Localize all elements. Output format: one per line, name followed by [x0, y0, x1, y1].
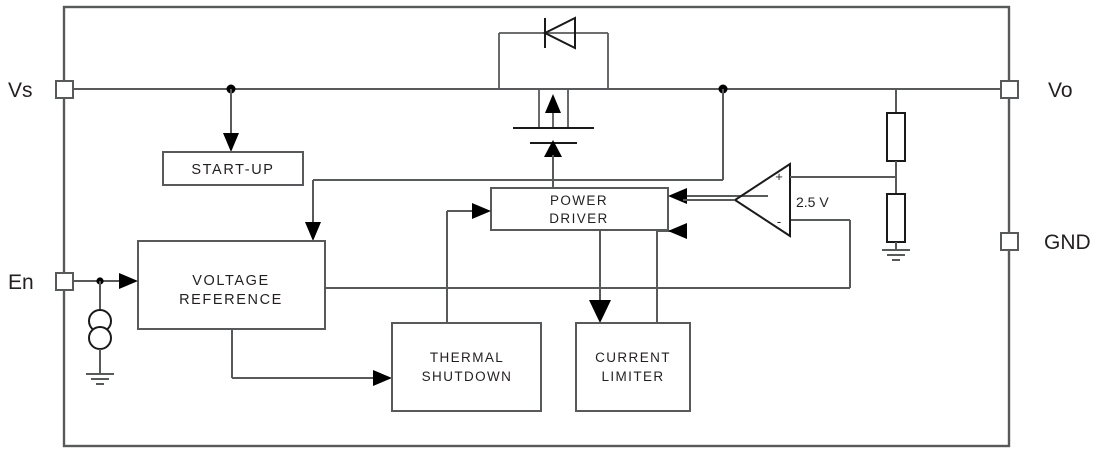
pin-label-vo: Vo	[1048, 79, 1073, 102]
pin-label-vs: Vs	[8, 79, 33, 102]
body-diode-triangle	[542, 16, 576, 50]
error-amp-plus-sign: +	[775, 169, 783, 184]
resistor-r1	[886, 112, 906, 162]
block-label-power-driver-2: DRIVER	[549, 211, 608, 226]
arrow-into-power-driver-lower-right	[668, 223, 687, 239]
device-outline	[62, 5, 1011, 448]
block-label-thermal-shutdown-1: THERMAL	[430, 350, 504, 365]
pin-vo[interactable]	[1000, 80, 1019, 99]
block-label-start-up: START-UP	[191, 162, 274, 178]
block-label-current-limiter-1: CURRENT	[595, 350, 671, 365]
arrow-into-voltage-reference-top	[305, 222, 321, 241]
arrow-into-current-limiter	[589, 300, 611, 323]
error-amp-reference-value: 2.5 V	[796, 194, 829, 210]
block-label-power-driver-1: POWER	[550, 193, 608, 208]
block-label-current-limiter-2: LIMITER	[601, 369, 664, 384]
pin-label-en: En	[8, 271, 34, 294]
error-amplifier-triangle[interactable]	[733, 162, 791, 238]
pin-label-gnd: GND	[1044, 231, 1091, 254]
block-label-voltage-reference-2: REFERENCE	[179, 292, 283, 308]
resistor-r2	[886, 193, 906, 243]
arrow-into-power-driver-left	[472, 203, 491, 219]
block-power-driver[interactable]	[490, 187, 669, 231]
block-label-voltage-reference-1: VOLTAGE	[192, 273, 270, 289]
mosfet-gate-arrow	[544, 140, 562, 157]
arrow-into-thermal-shutdown	[373, 370, 392, 386]
arrow-into-voltage-reference-left	[119, 273, 138, 289]
block-current-limiter[interactable]	[575, 322, 691, 412]
block-thermal-shutdown[interactable]	[391, 322, 542, 412]
mosfet-bulk-arrow	[545, 94, 561, 113]
arrow-into-power-driver-upper-right	[668, 188, 687, 204]
block-start-up[interactable]	[162, 151, 304, 186]
arrow-into-startup	[223, 133, 239, 152]
pin-vs[interactable]	[55, 80, 74, 99]
block-label-thermal-shutdown-2: SHUTDOWN	[422, 369, 513, 384]
error-amp-minus-sign: -	[777, 214, 781, 229]
block-voltage-reference[interactable]	[137, 240, 326, 330]
current-source-lower-circle	[88, 326, 112, 350]
pin-en[interactable]	[55, 272, 74, 291]
pin-gnd[interactable]	[1000, 232, 1019, 251]
